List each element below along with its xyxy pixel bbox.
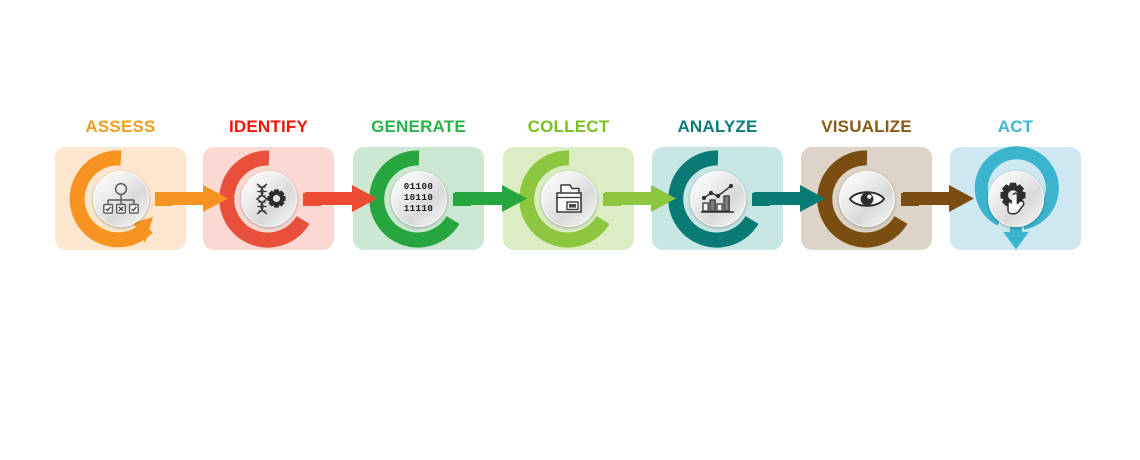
- stage-label-generate: GENERATE: [371, 117, 466, 136]
- icon-disc-collect: [540, 170, 597, 227]
- ring-identify: [217, 147, 321, 251]
- ring-act: [964, 145, 1068, 251]
- stage-analyze[interactable]: ANALYZE: [652, 117, 783, 251]
- org-chart-icon: [102, 182, 139, 214]
- dna-gear-icon: [255, 182, 286, 215]
- icon-disc-act: [987, 170, 1044, 227]
- icon-disc-assess: [92, 170, 149, 227]
- ring-generate: 01100 10110 11110: [367, 147, 471, 251]
- stage-identify[interactable]: IDENTIFY: [203, 117, 334, 251]
- bar-chart-trend-icon: [700, 183, 734, 213]
- binary-line-3: 11110: [403, 202, 434, 214]
- stage-label-visualize: VISUALIZE: [821, 117, 912, 136]
- binary-code-icon: 01100 10110 11110: [403, 181, 434, 215]
- binary-line-1: 01100: [403, 181, 434, 193]
- binary-line-2: 10110: [403, 192, 434, 204]
- icon-disc-identify: [240, 170, 297, 227]
- folder-files-icon: [555, 183, 582, 213]
- gear-click-icon: [1000, 182, 1025, 214]
- stage-act[interactable]: ACT: [950, 117, 1081, 251]
- stage-collect[interactable]: COLLECT: [503, 117, 634, 251]
- icon-disc-visualize: [838, 170, 895, 227]
- stage-visualize[interactable]: VISUALIZE: [801, 117, 932, 251]
- ring-assess: [69, 147, 173, 251]
- stage-label-collect: COLLECT: [527, 117, 610, 136]
- eye-icon: [848, 190, 885, 207]
- icon-disc-generate: 01100 10110 11110: [390, 170, 447, 227]
- icon-disc-analyze: [689, 170, 746, 227]
- stage-generate[interactable]: GENERATE 01100 10110 11110: [353, 117, 484, 251]
- stage-label-analyze: ANALYZE: [677, 117, 758, 136]
- stage-label-act: ACT: [997, 117, 1034, 136]
- ring-visualize: [815, 147, 919, 251]
- ring-analyze: [666, 147, 770, 251]
- stage-label-assess: ASSESS: [85, 117, 156, 136]
- ring-collect: [517, 147, 621, 251]
- stage-label-identify: IDENTIFY: [228, 117, 309, 136]
- stage-assess[interactable]: ASSESS: [55, 117, 186, 251]
